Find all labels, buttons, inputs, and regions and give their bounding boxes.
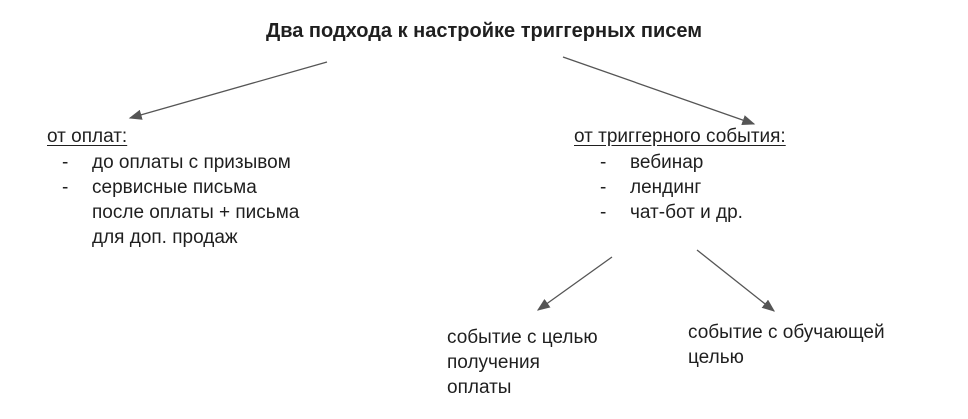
dash: - bbox=[600, 202, 607, 223]
item-text: до оплаты с призывом bbox=[92, 152, 291, 173]
line: получения bbox=[447, 352, 540, 373]
list-item: - лендинг bbox=[600, 175, 701, 200]
list-item: - чат-бот и др. bbox=[600, 200, 743, 225]
diagram-title: Два подхода к настройке триггерных писем bbox=[265, 20, 703, 42]
payments-header: от оплат: bbox=[47, 126, 128, 147]
item-text: чат-бот и др. bbox=[630, 202, 743, 223]
arrow-to-payments bbox=[128, 61, 328, 120]
line: сервисные письма bbox=[92, 177, 257, 198]
arrow-to-trigger-event bbox=[562, 56, 756, 126]
line: после оплаты + письма bbox=[92, 202, 300, 223]
outcome-payment-goal: событие с целью получения оплаты bbox=[447, 325, 598, 400]
line: событие с обучающей bbox=[688, 322, 885, 343]
arrow-to-payment-goal bbox=[536, 256, 613, 311]
item-text: сервисные письма после оплаты + письма для… bbox=[92, 175, 299, 250]
line: оплаты bbox=[447, 377, 512, 398]
dash: - bbox=[62, 177, 69, 198]
list-item: - вебинар bbox=[600, 150, 703, 175]
line: целью bbox=[688, 347, 744, 368]
list-item: - сервисные письма после оплаты + письма дл… bbox=[62, 175, 299, 250]
line: для доп. продаж bbox=[92, 227, 238, 248]
line: событие с целью bbox=[447, 327, 598, 348]
list-item: - до оплаты с призывом bbox=[62, 150, 291, 175]
item-text: лендинг bbox=[630, 177, 702, 198]
arrow-to-learning-goal bbox=[696, 249, 776, 312]
dash: - bbox=[62, 152, 69, 173]
outcome-learning-goal: событие с обучающей целью bbox=[688, 320, 885, 370]
dash: - bbox=[600, 152, 607, 173]
trigger-event-header: от триггерного события: bbox=[574, 126, 786, 147]
dash: - bbox=[600, 177, 607, 198]
item-text: вебинар bbox=[630, 152, 704, 173]
